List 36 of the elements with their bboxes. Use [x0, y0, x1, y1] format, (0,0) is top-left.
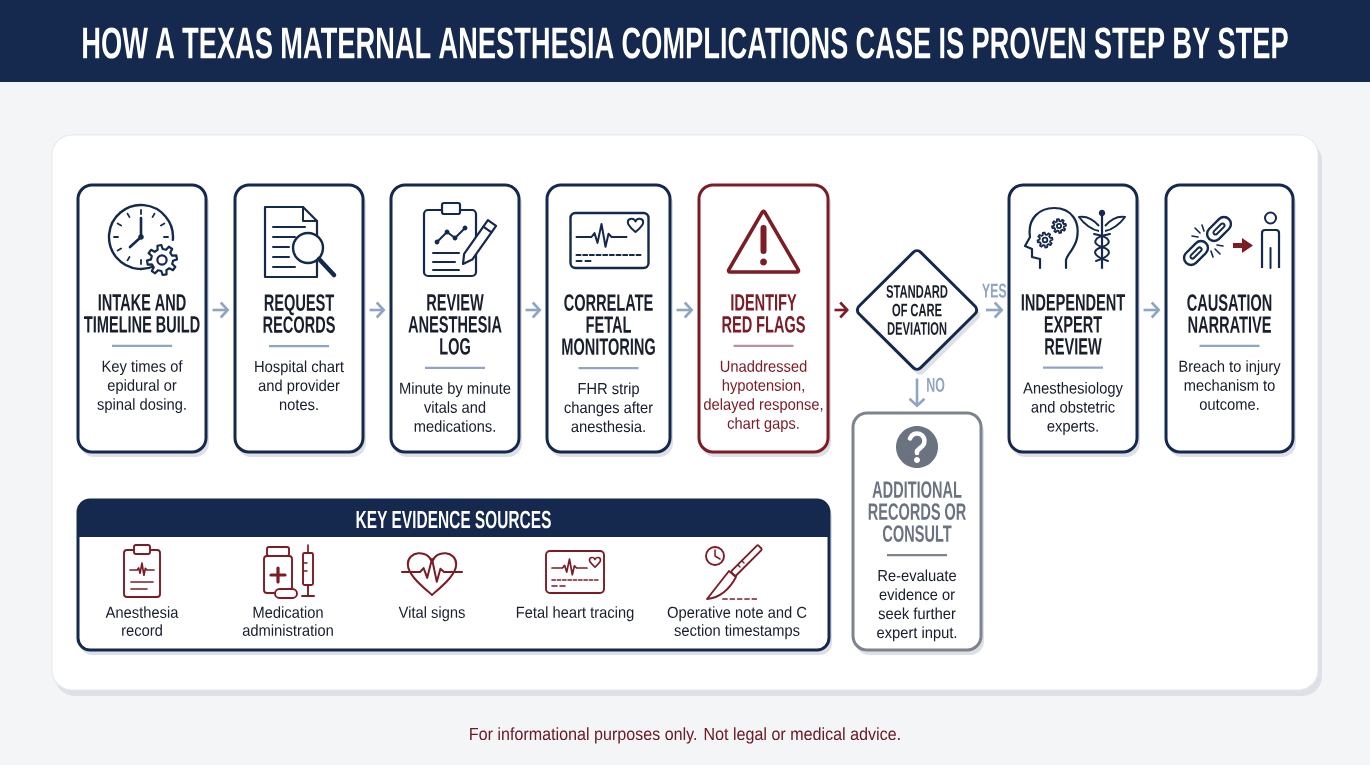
step-description: Re-evaluate evidence or seek further expert input. — [877, 569, 957, 642]
step-box — [1007, 183, 1140, 457]
step-title: ADDITIONAL RECORDS OR CONSULT — [868, 481, 966, 542]
evidence-label: Vital signs — [398, 606, 465, 622]
evidence-label: Operative note and C section timestamps — [667, 606, 807, 640]
evidence-label: Fetal heart tracing — [516, 606, 634, 622]
step-description: Minute by minute vitals and medications. — [400, 382, 511, 432]
step-description: FHR strip changes after anesthesia. — [564, 382, 653, 433]
header-band: KEY EVIDENCE SOURCES — [78, 500, 829, 537]
step-title: CORRELATE FETAL MONITORING — [562, 294, 655, 355]
edge-label: NO — [927, 377, 945, 392]
step-title: REQUEST RECORDS — [263, 294, 335, 333]
step-title: CAUSATION NARRATIVE — [1187, 294, 1272, 333]
step-box — [697, 183, 831, 457]
evidence-panel — [76, 498, 832, 655]
step-description: Breach to injury mechanism to outcome. — [1179, 360, 1281, 410]
edge-label: YES — [982, 283, 1007, 298]
step-box — [545, 183, 673, 457]
step-box — [76, 183, 209, 457]
step-box — [851, 411, 984, 655]
step-title: INTAKE AND TIMELINE BUILD — [84, 294, 200, 333]
step-title: REVIEW ANESTHESIA LOG — [408, 294, 502, 355]
step-title: IDENTIFY RED FLAGS — [722, 294, 805, 333]
title-bar: HOW A TEXAS MATERNAL ANESTHESIA COMPLICATIONS CASE IS PROVEN STEP BY STEP — [0, 0, 1370, 82]
step-box — [1164, 183, 1296, 457]
step-description: Anesthesiology and obstetric experts. — [1023, 382, 1123, 435]
step-box — [233, 183, 366, 457]
disclaimer-text: For informational purposes only. Not legal or medical advice. — [470, 727, 900, 744]
arrow — [908, 378, 926, 408]
step-box — [389, 183, 522, 457]
evidence-label: Medication administration — [242, 606, 333, 636]
step-title: INDEPENDENT EXPERT REVIEW — [1021, 294, 1126, 355]
step-description: Hospital chart and provider notes. — [255, 360, 344, 411]
evidence-label: Anesthesia record — [105, 606, 179, 636]
step-description: Unaddressed hypotension, delayed response, chart gaps. — [704, 360, 823, 433]
step-description: Key times of epidural or spinal dosing. — [97, 360, 186, 414]
